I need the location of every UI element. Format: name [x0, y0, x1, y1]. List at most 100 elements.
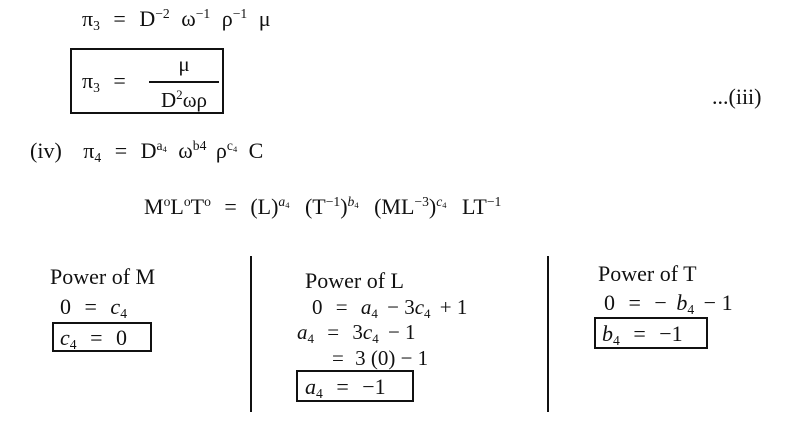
- equals-sign: =: [113, 68, 126, 93]
- term-d: D: [140, 138, 157, 163]
- result-value: −1: [659, 321, 683, 346]
- substitution: 3 (0) − 1: [355, 346, 429, 370]
- column-m-result-box: [52, 322, 152, 352]
- exponent-d: −2: [155, 5, 170, 21]
- result-value: −1: [362, 374, 386, 399]
- group-t-inner-exponent: −1: [325, 193, 341, 209]
- zero: 0: [312, 295, 323, 319]
- minus-three: − 3: [387, 295, 415, 319]
- dim-t-exponent: o: [204, 193, 211, 209]
- column-m-header: Power of M: [50, 264, 156, 289]
- minus-one: − 1: [703, 290, 733, 315]
- column-m-result: c4 = 0: [60, 325, 127, 352]
- denominator-omega-rho: ωρ: [182, 88, 207, 112]
- var-a: a: [360, 295, 372, 319]
- term-omega: ω: [181, 6, 196, 31]
- dim-m-exponent: o: [163, 193, 171, 209]
- equals-sign: =: [332, 346, 344, 370]
- dim-t: T: [190, 194, 205, 219]
- equals-sign: =: [633, 321, 646, 346]
- step-label: (iv): [30, 138, 62, 163]
- var-c-subscript: 4: [69, 336, 77, 352]
- pi3-equation: π3 = D−2 ω−1 ρ−1 μ: [82, 5, 271, 33]
- pi-subscript: 3: [93, 17, 100, 33]
- minus-one: − 1: [387, 320, 416, 344]
- column-t-header: Power of T: [598, 261, 697, 286]
- numerator-mu: μ: [178, 52, 190, 76]
- column-l-result-box: [296, 370, 414, 402]
- equals-sign: =: [84, 294, 97, 319]
- var-a-subscript: 4: [371, 305, 378, 321]
- var-c-subscript: 4: [372, 330, 379, 346]
- dim-l: L: [170, 194, 184, 219]
- fraction-bar: [149, 81, 219, 83]
- pi-subscript: 3: [93, 79, 100, 95]
- exponent-omega: −1: [195, 5, 211, 21]
- term-rho: ρ: [221, 6, 233, 31]
- denominator-d: D: [161, 88, 177, 112]
- column-t-result-box: [594, 317, 708, 349]
- exponent-rho: c: [226, 137, 233, 153]
- group-l: (L): [250, 194, 279, 219]
- column-l-line2: a4 = 3c4 − 1: [297, 320, 416, 346]
- dim-l-exponent: o: [183, 193, 191, 209]
- var-c-subscript: 4: [424, 305, 431, 321]
- dim-m: M: [144, 194, 164, 219]
- group-ml-exponent-subscript: 4: [442, 199, 447, 210]
- term-rho: ρ: [215, 138, 227, 163]
- pi3-boxed-lhs: π3 =: [82, 68, 134, 95]
- exponent-d: a: [156, 137, 163, 153]
- group-ml: (ML: [374, 194, 415, 219]
- zero: 0: [604, 290, 615, 315]
- column-l-header: Power of L: [305, 268, 404, 293]
- var-c: c: [110, 294, 121, 319]
- equals-sign: =: [113, 6, 126, 31]
- var-b-subscript: 4: [687, 301, 695, 317]
- group-l-exponent-subscript: 4: [285, 199, 290, 210]
- group-t-exponent-subscript: 4: [354, 199, 359, 210]
- result-value: 0: [116, 325, 127, 350]
- pi-subscript: 4: [94, 149, 102, 165]
- var-b-subscript: 4: [613, 332, 620, 348]
- equals-sign: =: [224, 194, 237, 219]
- column-l-result: a4 = −1: [305, 374, 386, 401]
- minus-sign: −: [654, 290, 667, 315]
- var-c: c: [60, 325, 70, 350]
- column-l-line3: = 3 (0) − 1: [332, 348, 428, 369]
- equals-sign: =: [336, 374, 349, 399]
- pi3-result-box: [70, 48, 224, 114]
- var-c-subscript: 4: [120, 305, 127, 321]
- zero: 0: [60, 294, 71, 319]
- group-lt-exponent: −1: [486, 193, 502, 209]
- equals-sign: =: [114, 138, 128, 163]
- equals-sign: =: [90, 325, 103, 350]
- three: 3: [352, 320, 363, 344]
- exponent-d-subscript: 4: [162, 143, 167, 154]
- exponent-omega: b4: [192, 137, 207, 153]
- column-m-line1: 0 = c4: [60, 294, 127, 321]
- exponent-rho-subscript: 4: [232, 143, 238, 154]
- term-omega: ω: [178, 138, 193, 163]
- column-t-result: b4 = −1: [602, 321, 683, 348]
- group-t-close: ): [340, 194, 348, 219]
- column-divider-1: [250, 256, 252, 412]
- dimensional-equation: MoLoTo = (L)a4 (T−1)b4 (ML−3)c4 LT−1: [144, 193, 502, 219]
- pi-symbol: π: [83, 138, 95, 163]
- var-c: c: [414, 295, 425, 319]
- column-divider-2: [547, 256, 549, 412]
- var-a-subscript: 4: [316, 385, 323, 401]
- var-b: b: [676, 290, 688, 315]
- denominator-exponent: 2: [176, 86, 183, 102]
- term-d: D: [139, 6, 156, 31]
- pi4-equation: (iv) π4 = Da4 ωb4 ρc4 C: [30, 137, 263, 165]
- equals-sign: =: [327, 320, 340, 344]
- column-l-line1: 0 = a4 − 3c4 + 1: [312, 295, 467, 321]
- equals-sign: =: [628, 290, 641, 315]
- column-t-line1: 0 = − b4 − 1: [604, 290, 733, 317]
- group-t-exponent: b: [347, 193, 355, 209]
- var-b: b: [602, 321, 613, 346]
- group-l-exponent: a: [278, 193, 286, 209]
- exponent-rho: −1: [232, 5, 248, 21]
- group-t: (T: [304, 194, 326, 219]
- var-a: a: [305, 374, 316, 399]
